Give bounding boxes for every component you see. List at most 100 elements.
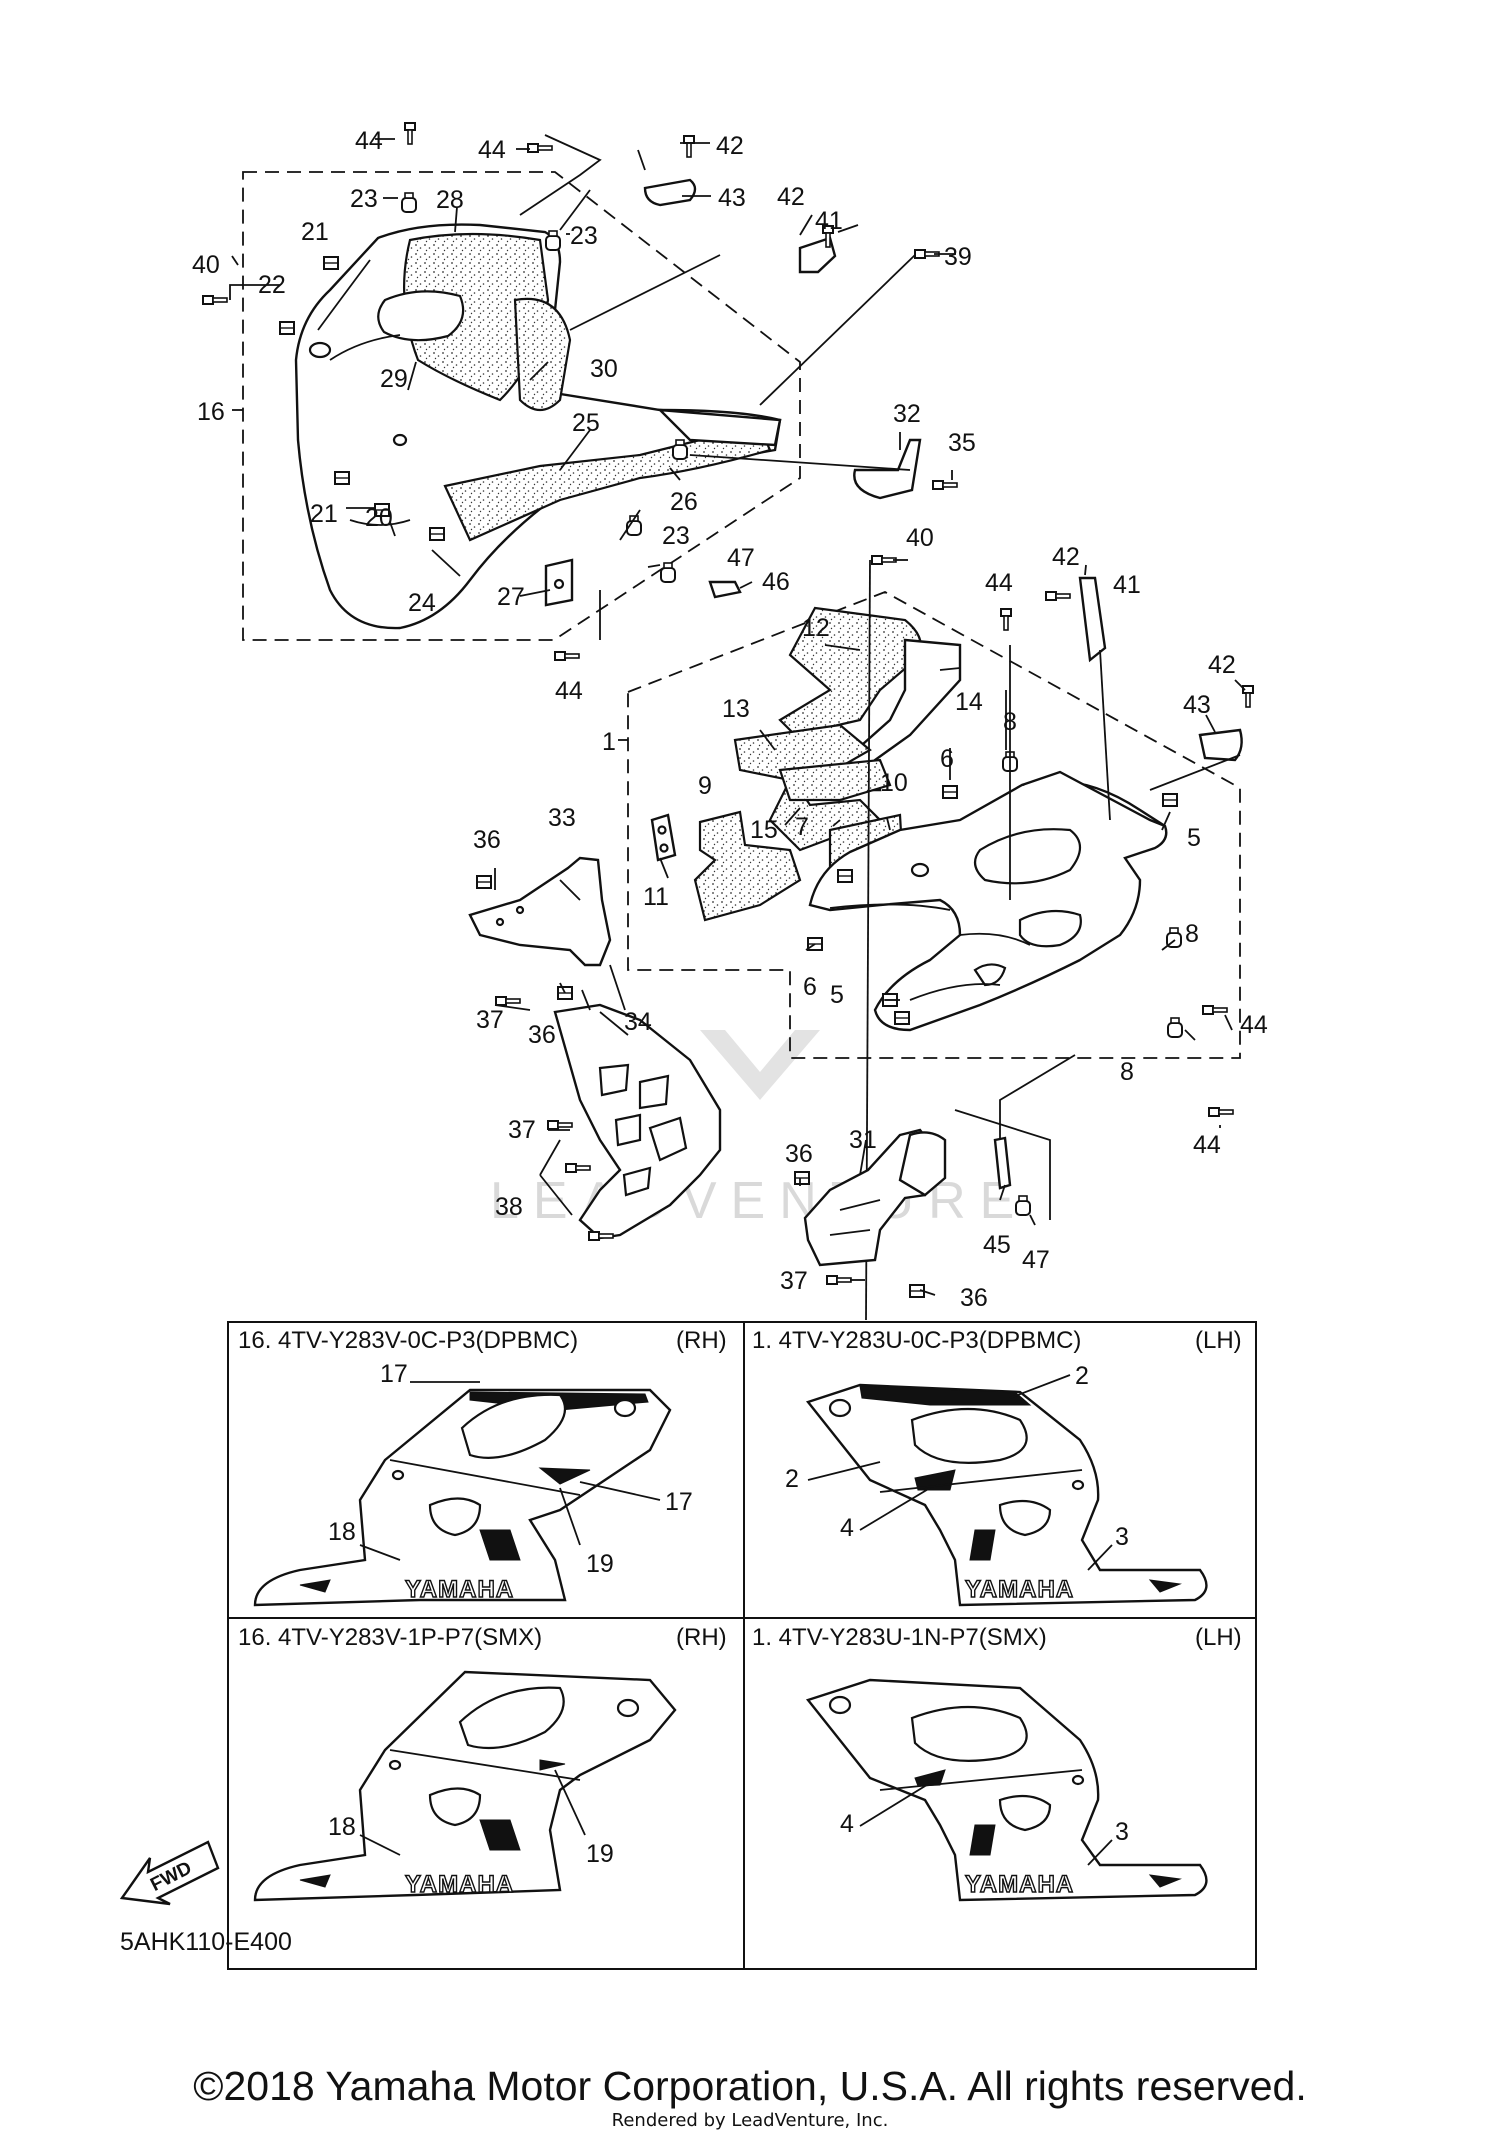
variant-rh-smx-label-18: 18 (328, 1813, 356, 1841)
callout-44-c: 44 (555, 677, 583, 705)
callout-30: 30 (590, 355, 618, 383)
variant-lh-dpbmc: 1. 4TV-Y283U-0C-P3(DPBMC) (LH) YAMAHA 2 … (752, 1327, 1242, 1607)
variant-lh-dpbmc-side: (LH) (1195, 1327, 1242, 1354)
variant-rh-smx-title: 16. 4TV-Y283V-1P-P7(SMX) (238, 1624, 542, 1651)
variant-rh-smx-label-19: 19 (586, 1840, 614, 1868)
callout-22: 22 (258, 271, 286, 299)
callout-40-b: 40 (906, 524, 934, 552)
callout-8-c: 8 (1120, 1058, 1134, 1086)
callout-10: 10 (880, 769, 908, 797)
callout-36-b: 36 (528, 1021, 556, 1049)
variant-rh-smx-side: (RH) (676, 1624, 727, 1651)
callout-43-a: 43 (718, 184, 746, 212)
callout-27: 27 (497, 583, 525, 611)
callout-41-a: 41 (815, 207, 843, 235)
callout-42-c: 42 (1052, 543, 1080, 571)
callout-37-a: 37 (476, 1006, 504, 1034)
callout-44-d: 44 (985, 569, 1013, 597)
variant-rh-dpbmc-label-18: 18 (328, 1518, 356, 1546)
callout-5-b: 5 (830, 981, 844, 1009)
callout-42-d: 42 (1208, 651, 1236, 679)
variant-box: 16. 4TV-Y283V-0C-P3(DPBMC) (RH) YAMAHA 1… (227, 1321, 1257, 1970)
callout-5-a: 5 (1187, 824, 1201, 852)
callout-21-top: 21 (301, 218, 329, 246)
variant-lh-smx-title: 1. 4TV-Y283U-1N-P7(SMX) (752, 1624, 1047, 1651)
callout-1: 1 (602, 728, 616, 756)
variant-rh-dpbmc-label-17b: 17 (665, 1488, 693, 1516)
callout-37-c: 37 (780, 1267, 808, 1295)
fwd-arrow-icon: FWD (119, 1840, 220, 1906)
copyright-notice: ©2018 Yamaha Motor Corporation, U.S.A. A… (193, 2063, 1307, 2109)
callout-6-a: 6 (940, 745, 954, 773)
callout-11: 11 (643, 883, 669, 911)
variant-rh-dpbmc-side: (RH) (676, 1327, 727, 1354)
callout-20: 20 (365, 504, 393, 532)
callout-24: 24 (408, 589, 436, 617)
callout-35: 35 (948, 429, 976, 457)
callout-labels: 1 7 9 10 11 12 13 14 15 16 20 21 21 22 2… (192, 127, 1268, 1312)
variant-lh-smx-side: (LH) (1195, 1624, 1242, 1651)
callout-8-a: 8 (1003, 708, 1017, 736)
callout-23-bottom: 23 (662, 522, 690, 550)
variant-lh-smx: 1. 4TV-Y283U-1N-P7(SMX) (LH) YAMAHA 3 4 (752, 1624, 1242, 1902)
callout-13: 13 (722, 695, 750, 723)
variant-lh-dpbmc-label-3: 3 (1115, 1523, 1129, 1551)
variant-lh-smx-label-4: 4 (840, 1810, 854, 1838)
callout-42-a: 42 (716, 132, 744, 160)
callout-23-mid: 23 (570, 222, 598, 250)
callout-43-b: 43 (1183, 691, 1211, 719)
callout-44-a: 44 (355, 127, 383, 155)
variant-rh-dpbmc-label-19: 19 (586, 1550, 614, 1578)
callout-45: 45 (983, 1231, 1011, 1259)
callout-34: 34 (624, 1008, 652, 1036)
callout-46: 46 (762, 568, 790, 596)
callout-25: 25 (572, 409, 600, 437)
variant-rh-dpbmc-logo: YAMAHA (405, 1576, 514, 1603)
callout-21-bottom: 21 (310, 500, 338, 528)
callout-16: 16 (197, 398, 225, 426)
callout-37-b: 37 (508, 1116, 536, 1144)
callout-31: 31 (849, 1126, 877, 1154)
rh-cowling-group (202, 122, 958, 661)
rendered-by-notice: Rendered by LeadVenture, Inc. (611, 2110, 889, 2131)
variant-lh-smx-logo: YAMAHA (965, 1871, 1074, 1898)
callout-33: 33 (548, 804, 576, 832)
callout-38: 38 (495, 1193, 523, 1221)
variant-rh-dpbmc: 16. 4TV-Y283V-0C-P3(DPBMC) (RH) YAMAHA 1… (238, 1327, 727, 1607)
callout-44-e: 44 (1240, 1011, 1268, 1039)
variant-lh-dpbmc-label-2a: 2 (1075, 1362, 1089, 1390)
callout-44-b: 44 (478, 136, 506, 164)
callout-23-top: 23 (350, 185, 378, 213)
variant-rh-dpbmc-title: 16. 4TV-Y283V-0C-P3(DPBMC) (238, 1327, 578, 1354)
callout-36-c: 36 (785, 1140, 813, 1168)
callout-36-a: 36 (473, 826, 501, 854)
callout-12: 12 (802, 614, 830, 642)
callout-8-b: 8 (1185, 920, 1199, 948)
diagram-code: 5AHK110-E400 (120, 1928, 292, 1956)
callout-14: 14 (955, 688, 983, 716)
callout-15: 15 (750, 816, 778, 844)
callout-41-b: 41 (1113, 571, 1141, 599)
variant-lh-smx-label-3: 3 (1115, 1818, 1129, 1846)
callout-36-d: 36 (960, 1284, 988, 1312)
callout-47-b: 47 (1022, 1246, 1050, 1274)
callout-29: 29 (380, 365, 408, 393)
callout-47-a: 47 (727, 544, 755, 572)
variant-rh-dpbmc-label-17a: 17 (380, 1360, 408, 1388)
callout-6-b: 6 (803, 973, 817, 1001)
variant-rh-smx-logo: YAMAHA (405, 1871, 514, 1898)
variant-lh-dpbmc-label-4: 4 (840, 1514, 854, 1542)
variant-lh-dpbmc-logo: YAMAHA (965, 1576, 1074, 1603)
callout-32: 32 (893, 400, 921, 428)
variant-lh-dpbmc-title: 1. 4TV-Y283U-0C-P3(DPBMC) (752, 1327, 1081, 1354)
callout-42-b: 42 (777, 183, 805, 211)
callout-44-f: 44 (1193, 1131, 1221, 1159)
inner-panels (468, 856, 1076, 1298)
callout-26: 26 (670, 488, 698, 516)
variant-rh-smx: 16. 4TV-Y283V-1P-P7(SMX) (RH) YAMAHA 18 … (238, 1624, 727, 1902)
watermark-text: LEADVENTURE (490, 1172, 1028, 1230)
callout-9: 9 (698, 772, 712, 800)
variant-lh-dpbmc-label-2b: 2 (785, 1465, 799, 1493)
callout-39: 39 (944, 243, 972, 271)
